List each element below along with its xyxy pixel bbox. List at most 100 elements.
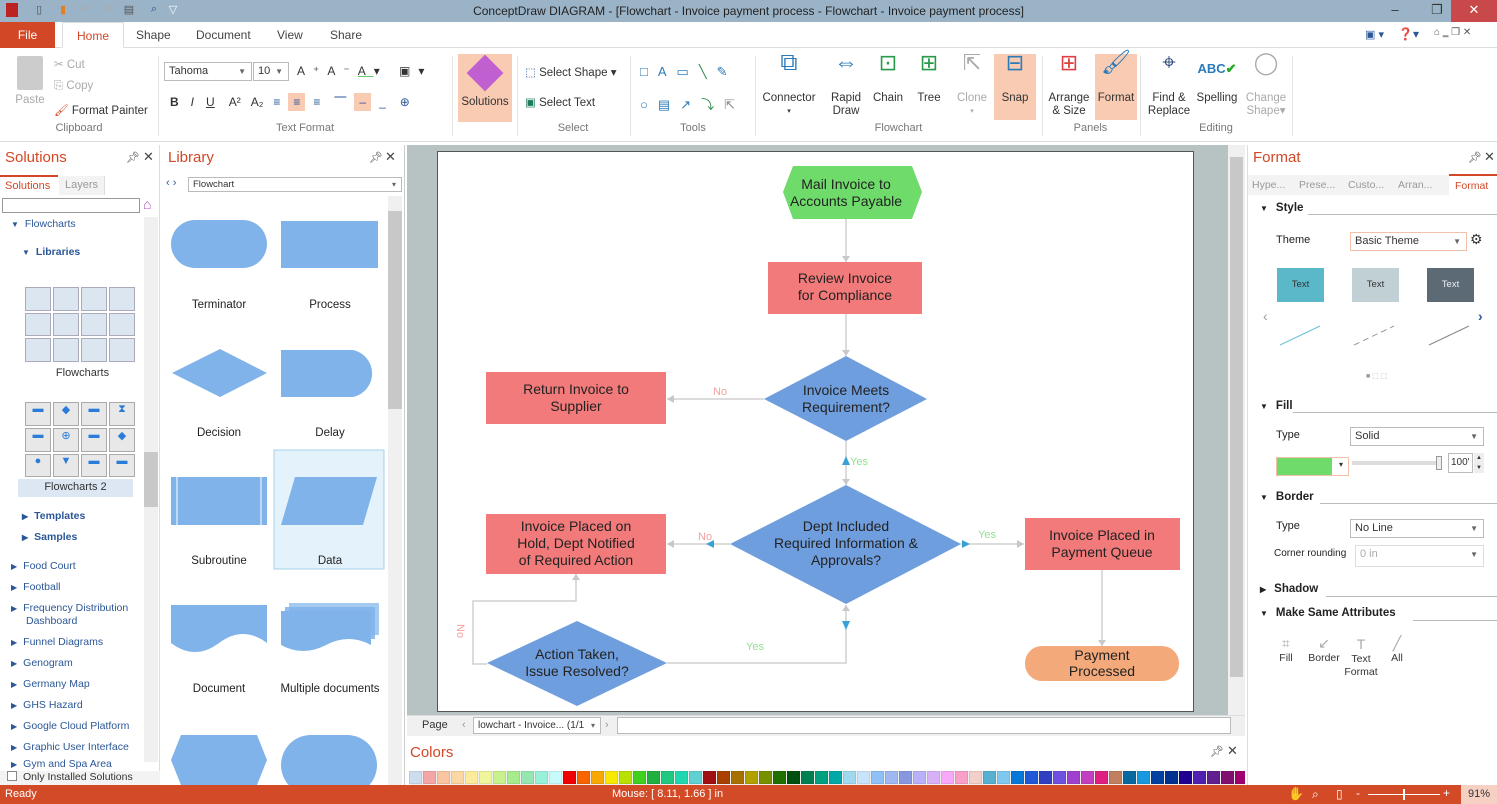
undo-icon[interactable]: ↶ <box>80 4 90 16</box>
minimize-button[interactable]: – <box>1391 2 1399 17</box>
zoom-out-button[interactable]: - <box>1356 786 1360 800</box>
chevron-left-icon[interactable]: ‹ <box>1263 308 1268 324</box>
color-swatch[interactable] <box>465 771 478 784</box>
color-swatch[interactable] <box>927 771 940 784</box>
color-swatch[interactable] <box>773 771 786 784</box>
connector-button[interactable]: ⧉Connector▾ <box>760 51 818 118</box>
italic-button[interactable]: I <box>190 95 195 109</box>
library-flowcharts-label[interactable]: Flowcharts <box>55 367 110 379</box>
color-swatch[interactable] <box>871 771 884 784</box>
tree-item-samples[interactable]: ▶Samples <box>22 531 78 543</box>
color-swatch[interactable] <box>997 771 1010 784</box>
color-swatch[interactable] <box>829 771 842 784</box>
tab-arrange[interactable]: Arran... <box>1398 179 1433 191</box>
data-shape[interactable] <box>281 477 377 525</box>
zoom-slider-thumb[interactable] <box>1403 789 1405 800</box>
spelling-button[interactable]: ABC✔Spelling <box>1195 56 1239 105</box>
zoom-in-button[interactable]: + <box>1443 786 1451 800</box>
pan-hand-icon[interactable]: ✋ <box>1288 786 1305 801</box>
color-swatch[interactable] <box>1095 771 1108 784</box>
color-swatch[interactable] <box>1011 771 1024 784</box>
line-tool-icon[interactable]: ╲ <box>698 64 717 79</box>
opacity-slider[interactable] <box>1352 461 1440 465</box>
arrow-tool-icon[interactable]: ↗ <box>680 97 702 112</box>
opacity-input[interactable]: 100' <box>1448 453 1473 473</box>
flowcharts-library-thumbnail[interactable] <box>25 287 135 362</box>
chain-button[interactable]: ⊡Chain <box>870 52 906 105</box>
color-swatch[interactable] <box>535 771 548 784</box>
font-family-select[interactable]: Tahoma▼ <box>164 62 252 81</box>
theme-style-sample[interactable]: Text <box>1352 268 1399 302</box>
color-swatch[interactable] <box>759 771 772 784</box>
color-swatch[interactable] <box>493 771 506 784</box>
find-replace-button[interactable]: ⌖Find &Replace <box>1145 51 1193 118</box>
solution-item[interactable]: ▶Germany Map <box>11 678 90 690</box>
connector-style-samples[interactable] <box>1273 315 1473 355</box>
library-select[interactable]: Flowchart▾ <box>188 177 402 192</box>
solution-item[interactable]: ▶Genogram <box>11 657 73 669</box>
color-swatch[interactable] <box>1109 771 1122 784</box>
color-swatch[interactable] <box>983 771 996 784</box>
color-swatch[interactable] <box>423 771 436 784</box>
pen-tool-icon[interactable]: ✎ <box>716 64 738 79</box>
color-swatch[interactable] <box>549 771 562 784</box>
page-select[interactable]: lowchart - Invoice... (1/1▾ <box>473 717 601 734</box>
align-top-button[interactable]: ⎺ <box>334 95 347 109</box>
tree-button[interactable]: ⊞Tree <box>910 52 948 105</box>
color-swatch[interactable] <box>521 771 534 784</box>
library-nav-arrows[interactable]: ‹ › <box>166 177 177 189</box>
theme-settings-gear-icon[interactable]: ⚙ <box>1470 231 1483 247</box>
tab-hyperlink[interactable]: Hype... <box>1252 179 1286 191</box>
superscript-button[interactable]: A² <box>228 95 241 109</box>
color-swatch[interactable] <box>899 771 912 784</box>
terminator-2-shape[interactable] <box>281 735 377 785</box>
pin-icon[interactable]: 📌︎ <box>1468 152 1482 164</box>
delay-shape[interactable] <box>281 350 373 397</box>
tab-format[interactable]: Format <box>1449 174 1497 195</box>
library-scrollbar[interactable] <box>388 196 402 785</box>
fill-section-header[interactable]: ▼Fill <box>1260 400 1293 412</box>
tab-solutions[interactable]: Solutions <box>0 175 58 195</box>
new-file-icon[interactable]: ▯ <box>35 4 43 16</box>
tab-document[interactable]: Document <box>196 28 251 42</box>
make-same-attributes-header[interactable]: ▼Make Same Attributes <box>1260 607 1396 619</box>
close-panel-icon[interactable]: ✕ <box>1484 149 1495 164</box>
solution-item[interactable]: ▶Football <box>11 581 61 593</box>
callout-tool-icon[interactable]: ▭ <box>676 64 699 79</box>
color-swatch[interactable] <box>577 771 590 784</box>
tab-file[interactable]: File <box>0 22 55 48</box>
close-panel-icon[interactable]: ✕ <box>385 149 396 164</box>
color-swatch[interactable] <box>1081 771 1094 784</box>
preparation-shape[interactable] <box>171 735 267 785</box>
chevron-right-icon[interactable]: › <box>1478 308 1483 324</box>
color-swatch[interactable] <box>703 771 716 784</box>
select-shape-button[interactable]: ⬚ Select Shape ▾ <box>525 67 617 79</box>
underline-button[interactable]: U <box>206 95 215 109</box>
process-shape[interactable] <box>281 221 378 268</box>
format-painter-button[interactable]: 🖌 Format Painter <box>54 103 148 117</box>
maximize-button[interactable]: ❐ <box>1431 2 1443 17</box>
cut-button[interactable]: ✂ Cut <box>54 57 85 71</box>
color-swatch[interactable] <box>745 771 758 784</box>
solutions-scrollbar[interactable] <box>144 217 158 762</box>
color-swatch[interactable] <box>717 771 730 784</box>
point-tool-icon[interactable]: ⇱ <box>724 97 745 112</box>
fill-color-picker[interactable]: ▾ <box>1276 457 1349 476</box>
theme-style-sample[interactable]: Text <box>1277 268 1324 302</box>
pin-icon[interactable]: 📌︎ <box>1210 746 1224 758</box>
drawing-tools-row1[interactable]: □A▭╲✎ <box>640 64 738 80</box>
color-swatch[interactable] <box>1151 771 1164 784</box>
color-swatch[interactable] <box>801 771 814 784</box>
color-swatch[interactable] <box>1207 771 1220 784</box>
tree-item-templates[interactable]: ▶Templates <box>22 510 86 522</box>
fit-page-icon[interactable]: ▯ <box>1336 787 1343 801</box>
layout-icon[interactable]: ▣ ▾ <box>1365 29 1384 41</box>
save-icon[interactable]: ▤ <box>123 4 135 16</box>
